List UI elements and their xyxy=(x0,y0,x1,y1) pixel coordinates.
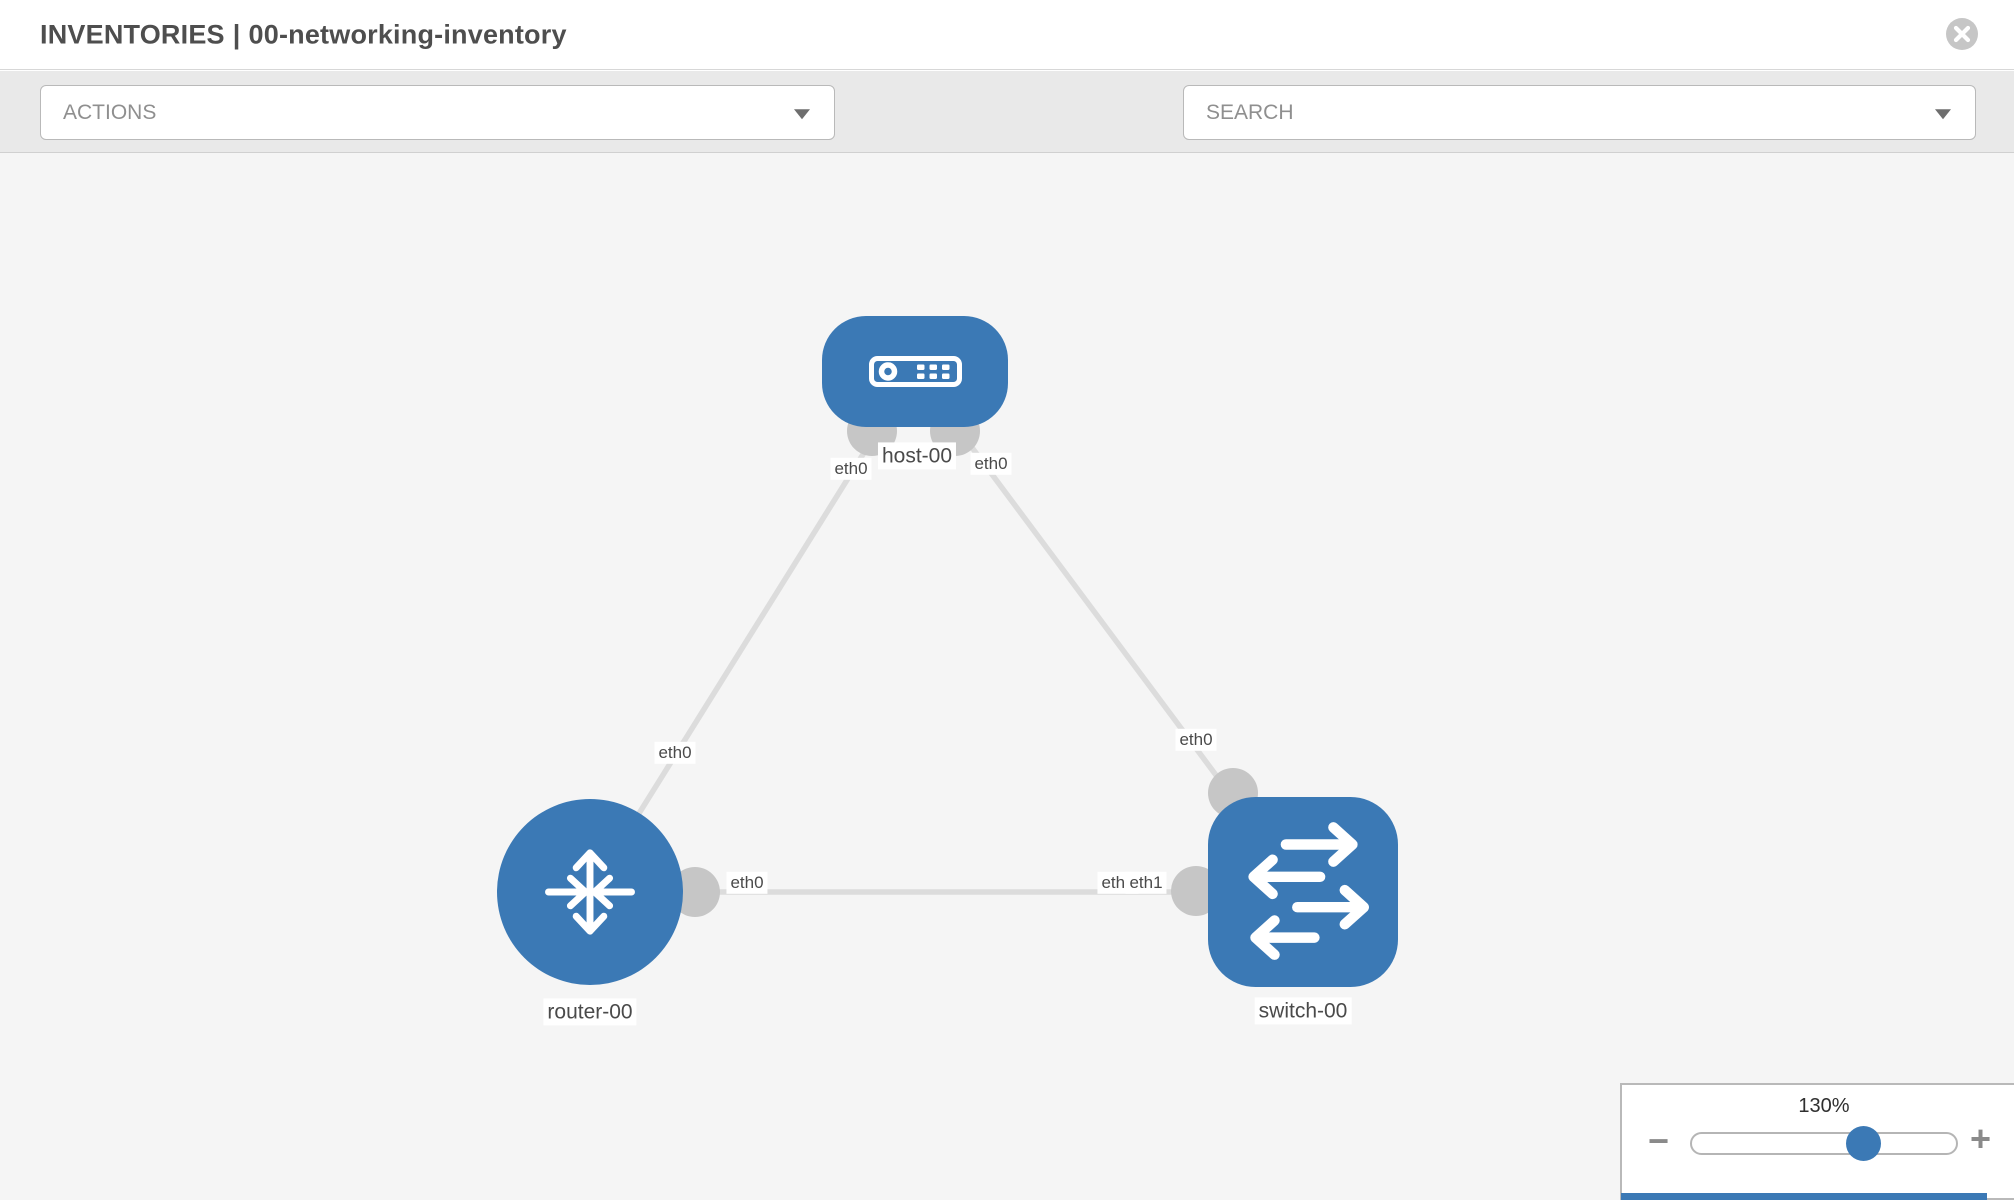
zoom-panel: 130% − + xyxy=(1620,1083,2014,1200)
node-host-00[interactable] xyxy=(822,316,1008,427)
modal-header: INVENTORIES|00-networking-inventory xyxy=(0,0,2014,70)
interface-label: eth0 xyxy=(654,741,696,765)
interface-label: eth1 xyxy=(1125,871,1167,895)
node-switch-00[interactable] xyxy=(1208,797,1398,987)
host-icon xyxy=(822,316,1008,427)
switch-icon xyxy=(1208,797,1398,987)
zoom-slider-track[interactable] xyxy=(1690,1132,1958,1155)
page-title: INVENTORIES|00-networking-inventory xyxy=(40,19,567,50)
zoom-in-button[interactable]: + xyxy=(1970,1118,1992,1159)
interface-label: eth0 xyxy=(1175,728,1217,752)
node-label: host-00 xyxy=(877,442,957,470)
node-label: router-00 xyxy=(543,998,637,1026)
search-dropdown-label: SEARCH xyxy=(1206,100,1294,124)
interface-label: eth0 xyxy=(726,871,768,895)
breadcrumb-separator: | xyxy=(232,19,241,49)
chevron-down-icon xyxy=(1935,108,1951,119)
topology-graph xyxy=(587,369,1306,917)
toolbar: ACTIONS SEARCH xyxy=(0,71,2014,202)
chevron-down-icon xyxy=(794,108,810,119)
breadcrumb-section: INVENTORIES xyxy=(40,19,225,49)
topology-canvas[interactable]: host-00 router-00 switch-00 eth0 eth0 et… xyxy=(0,153,2014,1200)
interface-label: eth0 xyxy=(970,452,1012,476)
bottom-blue-bar xyxy=(1621,1193,1987,1200)
node-label: switch-00 xyxy=(1254,997,1352,1025)
zoom-slider-handle[interactable] xyxy=(1846,1126,1881,1161)
router-icon xyxy=(497,799,683,985)
node-router-00[interactable] xyxy=(497,799,683,985)
zoom-out-button[interactable]: − xyxy=(1648,1120,1670,1161)
search-dropdown[interactable]: SEARCH xyxy=(1183,85,1976,140)
close-icon xyxy=(1946,18,1978,50)
actions-dropdown[interactable]: ACTIONS xyxy=(40,85,835,140)
actions-dropdown-label: ACTIONS xyxy=(63,100,157,124)
zoom-level: 130% xyxy=(1798,1095,1850,1117)
close-button[interactable] xyxy=(1945,17,1979,51)
inventory-name: 00-networking-inventory xyxy=(248,19,567,49)
interface-port xyxy=(670,867,720,917)
interface-label: eth0 xyxy=(830,457,872,481)
